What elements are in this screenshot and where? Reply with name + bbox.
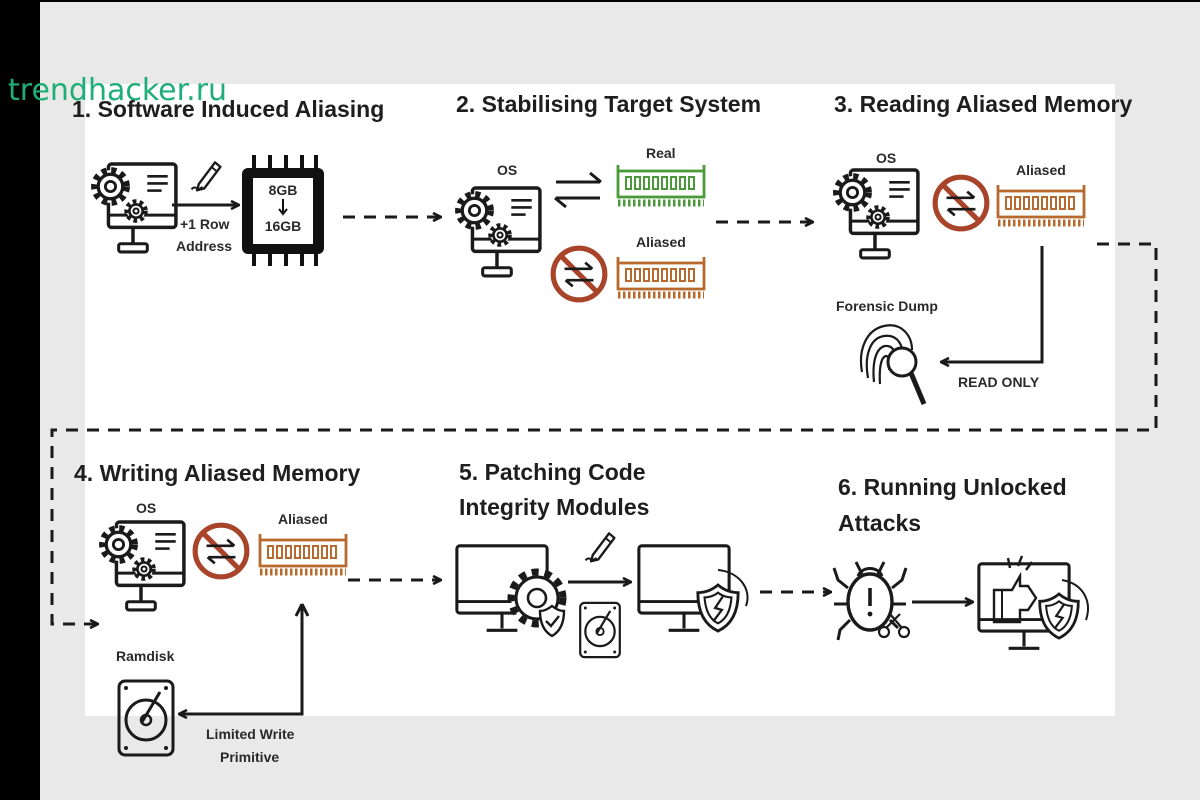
aliased-memory-module-icon	[618, 257, 704, 295]
arrowhead-up	[294, 603, 310, 617]
step-6-title-line2: Attacks	[838, 510, 921, 536]
step-1: 1. Software Induced Aliasing +1 Row Addr…	[72, 96, 384, 266]
step-5-title-line1: 5. Patching Code	[459, 459, 646, 485]
aliased-label: Aliased	[1016, 162, 1066, 178]
os-label: OS	[136, 500, 156, 516]
step-3: 3. Reading Aliased Memory OS Aliased For…	[834, 91, 1132, 405]
aliased-label: Aliased	[636, 234, 686, 250]
step-2-title: 2. Stabilising Target System	[456, 91, 761, 117]
bug-icon	[832, 561, 911, 641]
computer-gears-icon	[836, 170, 918, 258]
os-label: OS	[497, 162, 517, 178]
aliased-memory-module-icon	[998, 185, 1084, 223]
limited-write-arrow	[180, 604, 304, 714]
step-2: 2. Stabilising Target System OS Real Ali…	[456, 91, 761, 300]
read-only-arrow	[942, 246, 1044, 362]
read-only-label: READ ONLY	[958, 374, 1040, 390]
step-3-title: 3. Reading Aliased Memory	[834, 91, 1132, 117]
step-6: 6. Running Unlocked Attacks	[832, 474, 1089, 650]
aliased-memory-module-icon	[260, 534, 346, 572]
step-6-title-line1: 6. Running Unlocked	[838, 474, 1067, 500]
pen-icon	[190, 161, 222, 192]
forbidden-swap-icon	[935, 177, 987, 229]
chip-16gb-label: 16GB	[265, 218, 302, 234]
step-1-title: 1. Software Induced Aliasing	[72, 96, 384, 122]
shield-swoosh	[1061, 579, 1089, 621]
limited-write-label-b: Primitive	[220, 749, 279, 765]
step-5: 5. Patching Code Integrity Modules	[455, 459, 749, 659]
arrow-step3-to-step4	[50, 242, 1158, 624]
step-5-title-line2: Integrity Modules	[459, 494, 649, 520]
watermark-text: trendhacker.ru	[8, 73, 227, 108]
fingerprint-magnifier-icon	[859, 324, 927, 405]
real-label: Real	[646, 145, 676, 161]
gear-shield-check-icon	[507, 568, 567, 638]
cracked-shield-icon	[696, 583, 740, 633]
chip-8gb-label: 8GB	[269, 182, 298, 198]
computer-gears-icon	[102, 522, 184, 610]
shield-swoosh	[717, 569, 749, 607]
memory-chip-icon	[242, 155, 324, 266]
computer-gears-icon	[94, 164, 176, 252]
ramdisk-label: Ramdisk	[116, 648, 175, 664]
row-address-label-a: +1 Row	[180, 216, 230, 232]
ramdisk-hard-drive-icon	[117, 679, 175, 757]
os-label: OS	[876, 150, 896, 166]
limited-write-label-a: Limited Write	[206, 726, 295, 742]
step-4: 4. Writing Aliased Memory OS Aliased Ram…	[74, 460, 360, 765]
forbidden-swap-icon	[553, 248, 605, 300]
step-4-title: 4. Writing Aliased Memory	[74, 460, 360, 486]
forbidden-swap-icon	[195, 525, 247, 577]
pen-icon	[584, 532, 616, 563]
real-memory-module-icon	[618, 165, 704, 203]
hard-drive-icon	[579, 601, 621, 659]
aliased-label: Aliased	[278, 511, 328, 527]
computer-gears-icon	[458, 188, 540, 276]
forensic-dump-label: Forensic Dump	[836, 298, 938, 314]
rocket-launch-icon	[992, 555, 1038, 624]
row-address-label-b: Address	[176, 238, 232, 254]
swap-arrows-icon	[554, 171, 602, 209]
